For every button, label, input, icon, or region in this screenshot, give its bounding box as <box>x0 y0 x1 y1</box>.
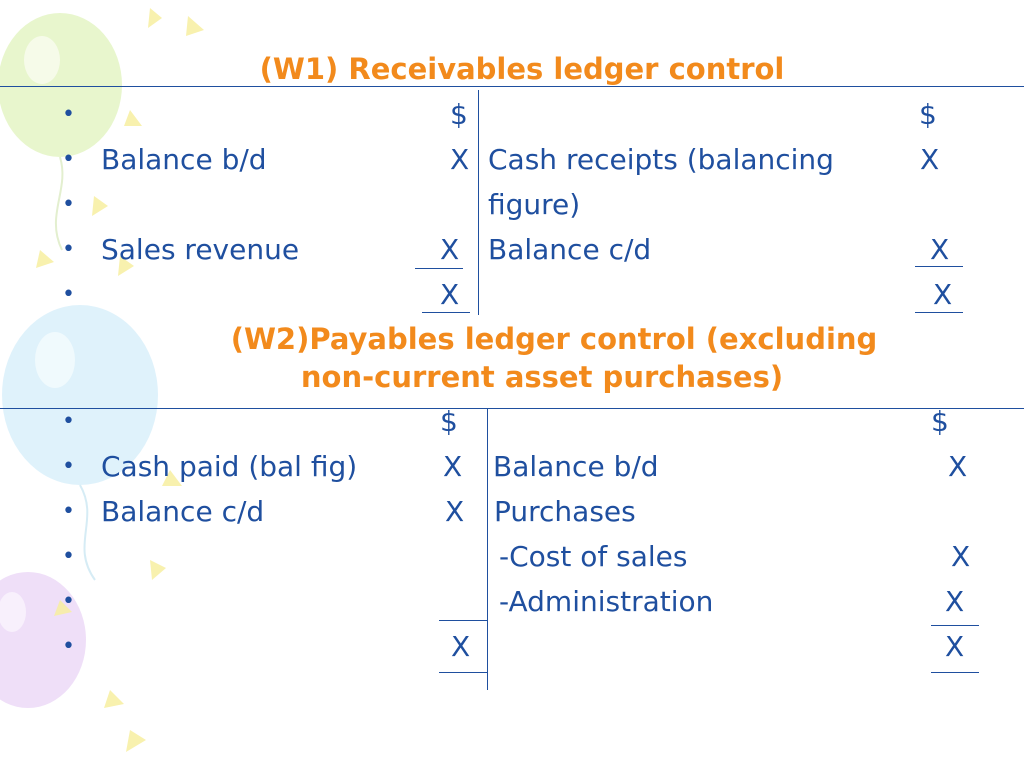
bullet: • <box>62 589 75 614</box>
bullet: • <box>62 147 75 172</box>
w1-total-rule-right <box>915 312 963 313</box>
w2-right-label: -Cost of sales <box>499 540 688 573</box>
w2-right-label: Balance b/d <box>493 450 659 483</box>
bullet: • <box>62 192 75 217</box>
balloon-green-icon <box>0 13 122 251</box>
w2-left-total: X <box>451 630 471 663</box>
w2-total-rule-right <box>931 672 979 673</box>
w2-left-value: X <box>445 495 465 528</box>
bullet: • <box>62 634 75 659</box>
w1-total-rule-left <box>422 312 470 313</box>
w2-credit-currency-header: $ <box>931 405 949 438</box>
bullet: • <box>62 409 75 434</box>
w1-debit-currency-header: $ <box>450 98 468 131</box>
w1-right-label: Balance c/d <box>488 233 652 266</box>
bullet: • <box>62 102 75 127</box>
w1-left-total: X <box>440 278 460 311</box>
w2-debit-currency-header: $ <box>440 405 458 438</box>
w2-subtotal-rule-left <box>439 620 487 621</box>
w1-header-rule <box>0 86 1024 87</box>
bullet: • <box>62 282 75 307</box>
w1-left-label: Balance b/d <box>101 143 267 176</box>
w2-header-rule <box>0 408 1024 409</box>
w1-center-divider <box>478 90 479 315</box>
w1-left-label: Sales revenue <box>101 233 300 266</box>
w1-right-value: X <box>920 143 940 176</box>
w2-center-divider <box>487 408 488 690</box>
confetti-icon <box>36 8 204 752</box>
w2-title-line1: (W2)Payables ledger control (excluding <box>230 322 878 356</box>
w1-right-label: Cash receipts (balancing <box>488 143 834 176</box>
balloon-blue-icon <box>2 305 158 581</box>
w2-subtotal-rule-right <box>931 625 979 626</box>
w2-right-label: Purchases <box>494 495 636 528</box>
w1-credit-currency-header: $ <box>919 98 937 131</box>
w2-right-value: X <box>945 585 965 618</box>
bullet: • <box>62 544 75 569</box>
w1-right-value: X <box>930 233 950 266</box>
w2-title-line2: non-current asset purchases) <box>300 360 784 394</box>
w1-right-label: figure) <box>488 188 581 221</box>
w2-right-label: -Administration <box>499 585 714 618</box>
w2-right-value: X <box>948 450 968 483</box>
w1-left-value: X <box>440 233 460 266</box>
w1-right-total: X <box>933 278 953 311</box>
w2-left-value: X <box>443 450 463 483</box>
w2-left-label: Cash paid (bal fig) <box>101 450 358 483</box>
w1-subtotal-rule-right <box>915 266 963 267</box>
w2-total-rule-left <box>439 672 487 673</box>
w2-right-total: X <box>945 630 965 663</box>
w2-left-label: Balance c/d <box>101 495 265 528</box>
w1-left-value: X <box>450 143 470 176</box>
bullet: • <box>62 237 75 262</box>
w1-title: (W1) Receivables ledger control <box>259 52 785 86</box>
bullet: • <box>62 499 75 524</box>
w2-right-value: X <box>951 540 971 573</box>
bullet: • <box>62 454 75 479</box>
w1-subtotal-rule-left <box>415 268 463 269</box>
